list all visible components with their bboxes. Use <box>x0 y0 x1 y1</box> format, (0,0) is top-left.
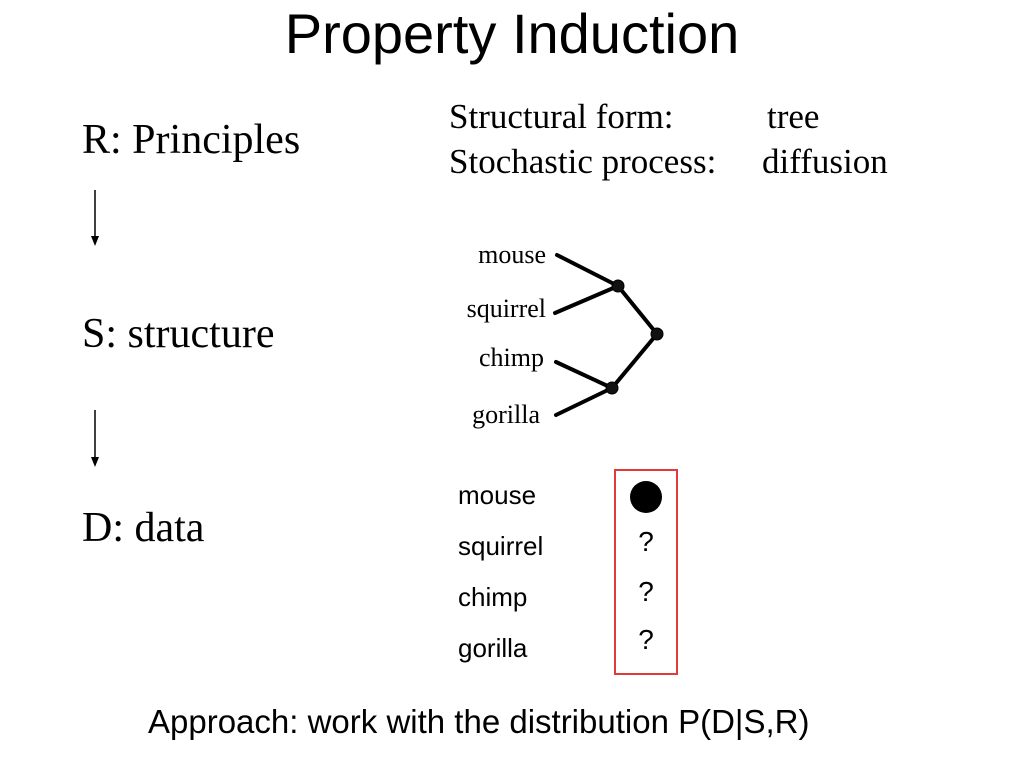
level-data: D: data <box>82 505 205 551</box>
observed-property-dot <box>630 481 662 513</box>
tree-leaf-mouse: mouse <box>478 240 546 269</box>
stochastic-process-value: diffusion <box>762 142 888 181</box>
tree-leaf-squirrel: squirrel <box>466 294 546 323</box>
unknown-chimp-mark: ? <box>638 576 654 607</box>
approach-statement: Approach: work with the distribution P(D… <box>148 703 810 740</box>
edge-gorilla <box>554 386 614 417</box>
tree-node-root <box>650 327 664 341</box>
stochastic-process-label: Stochastic process: <box>449 142 717 181</box>
structural-form-label: Structural form: <box>449 97 674 136</box>
data-row-gorilla-label: gorilla <box>458 633 528 663</box>
arrow-structure-to-data <box>91 410 99 467</box>
tree-leaf-gorilla: gorilla <box>472 400 540 429</box>
level-principles: R: Principles <box>82 117 301 163</box>
structural-form-value: tree <box>767 97 820 136</box>
slide-title: Property Induction <box>284 2 740 65</box>
unknown-squirrel-mark: ? <box>638 526 654 557</box>
data-row-mouse-label: mouse <box>458 480 537 510</box>
unknown-gorilla-mark: ? <box>638 624 654 655</box>
tree-node-upper <box>611 279 625 293</box>
arrow-principles-to-structure <box>91 190 99 246</box>
tree-edges <box>553 253 659 417</box>
edge-upper-internal <box>616 284 659 336</box>
edge-lower-internal <box>610 332 659 390</box>
edge-squirrel <box>553 284 620 315</box>
data-row-chimp-label: chimp <box>458 582 528 612</box>
edge-chimp <box>554 360 614 390</box>
data-row-squirrel-label: squirrel <box>458 531 544 561</box>
edge-mouse <box>555 253 620 288</box>
level-structure: S: structure <box>82 311 275 357</box>
data-observation-box <box>614 469 678 675</box>
tree-node-lower <box>605 381 619 395</box>
tree-leaf-chimp: chimp <box>479 343 544 372</box>
